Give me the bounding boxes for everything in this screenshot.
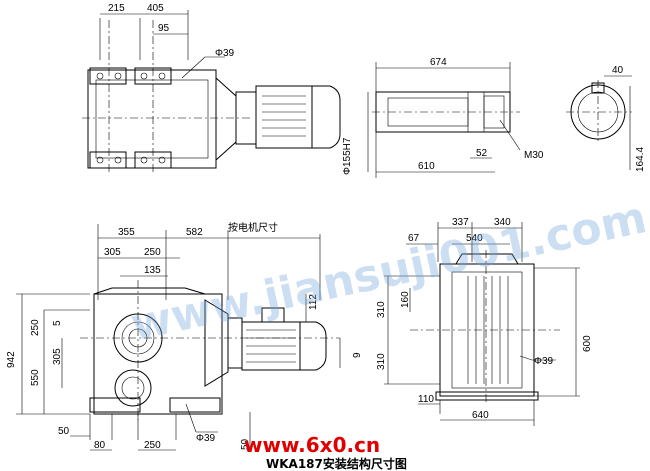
dim-110: 110 — [418, 394, 434, 405]
dim-135: 135 — [144, 265, 161, 276]
dim-phi39-top: Φ39 — [215, 48, 235, 59]
dim-50-right: 50 — [240, 438, 251, 450]
dim-95: 95 — [158, 23, 170, 34]
dim-250-bottom: 250 — [144, 440, 161, 451]
dim-305-top: 305 — [104, 247, 121, 258]
dim-80: 80 — [94, 440, 106, 451]
front-view: 355 582 按电机尺寸 305 250 135 — [6, 221, 363, 451]
dim-355: 355 — [118, 227, 135, 238]
side-view: 337 340 67 540 310 310 160 6 — [376, 217, 593, 426]
dim-942: 942 — [6, 351, 17, 368]
dim-phi155h7: Φ155H7 — [342, 137, 353, 175]
dim-550: 550 — [30, 369, 41, 386]
dim-9: 9 — [352, 352, 363, 358]
dim-50-bottom: 50 — [58, 426, 70, 437]
dim-phi39-front: Φ39 — [196, 433, 216, 444]
dim-112: 112 — [308, 294, 319, 310]
motor-size-note: 按电机尺寸 — [228, 221, 278, 234]
shaft-end-view: 40 164.4 — [566, 65, 646, 172]
drawing-title: WKA187安装结构尺寸图 — [266, 456, 407, 471]
dim-582: 582 — [186, 227, 203, 238]
dim-m30: M30 — [524, 150, 544, 161]
dim-540: 540 — [466, 233, 483, 244]
dim-337: 337 — [452, 217, 469, 228]
top-view: 215 405 95 Φ39 — [82, 3, 341, 172]
dim-310-top: 310 — [376, 301, 387, 318]
dim-674: 674 — [430, 57, 447, 68]
dim-250-top: 250 — [144, 247, 161, 258]
shaft-section: 674 610 52 M30 Φ155H7 — [342, 57, 544, 178]
dim-164-4: 164.4 — [635, 147, 646, 172]
dim-305-left: 305 — [52, 348, 63, 365]
dim-215: 215 — [108, 3, 125, 14]
dim-67: 67 — [408, 233, 420, 244]
dim-phi39-side: Φ39 — [534, 356, 554, 367]
dim-40: 40 — [612, 65, 624, 76]
dim-405: 405 — [147, 3, 164, 14]
dim-250-left: 250 — [30, 319, 41, 336]
site-logo: www.6x0.cn — [244, 433, 380, 457]
dim-640: 640 — [472, 410, 489, 421]
gearbox-top-outline — [87, 69, 217, 169]
dim-610: 610 — [418, 161, 435, 172]
motor-top — [255, 85, 313, 149]
dim-5: 5 — [52, 320, 63, 326]
dim-160: 160 — [400, 291, 411, 308]
dim-310-bottom: 310 — [376, 353, 387, 370]
dim-340: 340 — [494, 217, 511, 228]
dim-52: 52 — [476, 148, 488, 159]
dim-600: 600 — [582, 335, 593, 352]
